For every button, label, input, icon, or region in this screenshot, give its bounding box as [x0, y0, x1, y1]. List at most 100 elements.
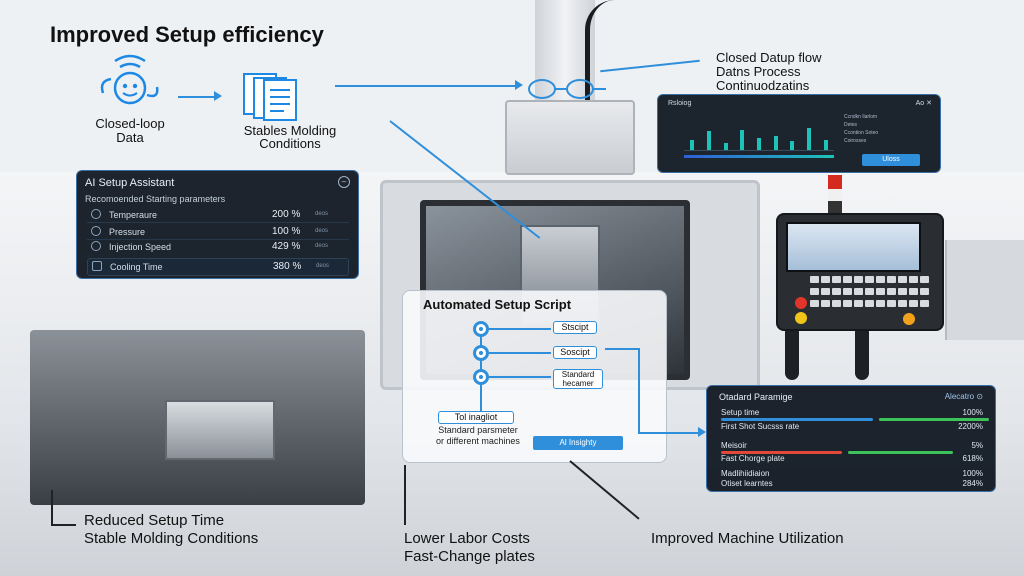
pendant-key[interactable]	[876, 288, 885, 295]
pendant-keypad[interactable]	[790, 276, 930, 326]
cloud-loop-icon	[95, 53, 165, 108]
pendant-key[interactable]	[821, 300, 830, 307]
dashboard-bar	[740, 130, 745, 150]
automated-setup-script-panel: Automated Setup Script Stscipt Soscipt S…	[402, 290, 667, 463]
dashboard-side-text: Ccndkn llarlom Detes Ccontion Soteo Coir…	[844, 114, 879, 144]
std-value: 284%	[962, 479, 983, 488]
benefit-lower-labor-costs: Lower Labor Costs Fast-Change plates	[404, 530, 535, 565]
pendant-key[interactable]	[898, 288, 907, 295]
pendant-key[interactable]	[854, 276, 863, 283]
pendant-key[interactable]	[843, 300, 852, 307]
pendant-key[interactable]	[887, 288, 896, 295]
param-name: Temperaure	[109, 210, 158, 220]
std-label: Madlihiidiaion	[721, 469, 770, 478]
std-label: Otiset learntes	[721, 479, 773, 488]
pendant-key[interactable]	[843, 276, 852, 283]
pendant-key[interactable]	[876, 300, 885, 307]
pendant-key[interactable]	[810, 276, 819, 283]
step-node-2[interactable]	[473, 345, 489, 361]
pendant-key[interactable]	[909, 276, 918, 283]
pendant-key[interactable]	[898, 300, 907, 307]
pendant-key[interactable]	[920, 288, 929, 295]
pendant-key[interactable]	[887, 276, 896, 283]
pendant-key[interactable]	[865, 276, 874, 283]
thermometer-icon	[91, 209, 101, 219]
connector-line	[638, 432, 700, 434]
pendant-key[interactable]	[854, 300, 863, 307]
pendant-key[interactable]	[832, 288, 841, 295]
speed-icon	[91, 241, 101, 251]
script-step-2[interactable]: Soscipt	[553, 346, 597, 359]
param-row-temperature[interactable]: Temperaure 200 % deos	[87, 207, 349, 223]
dashboard-action-button[interactable]: Uloss	[862, 154, 920, 166]
pendant-key[interactable]	[810, 288, 819, 295]
param-row-pressure[interactable]: Pressure 100 % deos	[87, 224, 349, 240]
std-panel-action[interactable]: Alecatro ⊙	[944, 392, 983, 401]
pendant-key[interactable]	[843, 288, 852, 295]
robot-head	[505, 100, 635, 175]
step-node-3[interactable]	[473, 369, 489, 385]
arrow-head-icon	[214, 91, 222, 101]
param-name: Pressure	[109, 227, 146, 237]
monitoring-dashboard[interactable]: Rsloiog Aо ✕ Ccndkn llarlom Detes Cconti…	[657, 94, 941, 173]
closed-datup-flow-label: Closed Datup flow Datns Process Continuo…	[716, 50, 822, 93]
dashboard-window-controls[interactable]: Aо ✕	[915, 100, 932, 107]
pendant-key[interactable]	[898, 276, 907, 283]
benefit-reduced-setup-time: Reduced Setup Time Stable Molding Condit…	[84, 512, 259, 547]
connector-line	[638, 348, 640, 434]
pendant-key[interactable]	[810, 300, 819, 307]
pendant-key[interactable]	[909, 300, 918, 307]
arrow-head-icon	[698, 427, 706, 437]
pendant-key[interactable]	[821, 288, 830, 295]
pendant-arm	[785, 325, 799, 380]
step-node-1[interactable]	[473, 321, 489, 337]
param-row-cooling-time[interactable]: Cooling Time 380 % deos	[87, 258, 349, 276]
loop-sensor-icon	[526, 76, 606, 102]
dashboard-header: Rsloiog	[668, 100, 692, 107]
script-step-1[interactable]: Stscipt	[553, 321, 597, 334]
pendant-screen[interactable]	[786, 222, 921, 272]
gauge-icon	[91, 226, 101, 236]
emergency-stop-button[interactable]	[795, 297, 807, 309]
metric-bar	[721, 418, 873, 421]
dashboard-bar	[823, 140, 828, 150]
pendant-key[interactable]	[854, 288, 863, 295]
param-row-injection-speed[interactable]: Injection Speed 429 % deos	[87, 239, 349, 255]
std-value: 100%	[962, 408, 983, 417]
metric-bar	[879, 418, 989, 421]
pendant-key[interactable]	[909, 288, 918, 295]
param-unit: deos	[316, 263, 330, 269]
pendant-key[interactable]	[920, 300, 929, 307]
pendant-key[interactable]	[832, 276, 841, 283]
pendant-key[interactable]	[865, 288, 874, 295]
callout-line	[51, 490, 53, 525]
step-connector	[489, 376, 551, 378]
signal-tower	[828, 175, 842, 215]
pendant-key[interactable]	[832, 300, 841, 307]
pendant-key[interactable]	[876, 276, 885, 283]
pendant-button[interactable]	[903, 313, 915, 325]
dashboard-bar	[707, 131, 711, 150]
ai-insight-button[interactable]: Al Insighty	[533, 436, 623, 450]
metric-bar	[848, 451, 953, 454]
pendant-key[interactable]	[920, 276, 929, 283]
close-icon[interactable]: –	[338, 176, 350, 188]
callout-line	[404, 465, 406, 525]
pendant-key[interactable]	[865, 300, 874, 307]
pendant-arm	[855, 325, 869, 380]
param-value: 429 %	[272, 241, 301, 252]
pendant-key[interactable]	[821, 276, 830, 283]
benefit-machine-utilization: Improved Machine Utilization	[651, 530, 844, 547]
side-cabinet	[945, 240, 1024, 340]
dashboard-bar	[757, 138, 761, 150]
script-start-box[interactable]: Tol inagliot	[438, 411, 514, 424]
dashboard-bar	[790, 141, 795, 150]
script-note: Standard parsmeter or different machines	[436, 425, 520, 446]
flow-arrow	[335, 85, 515, 87]
pendant-key[interactable]	[887, 300, 896, 307]
pendant-button[interactable]	[795, 312, 807, 324]
param-value: 380 %	[273, 261, 302, 272]
connector-line	[605, 348, 640, 350]
flow-arrow	[178, 96, 214, 98]
script-step-3[interactable]: Standard hecamer	[553, 369, 603, 389]
